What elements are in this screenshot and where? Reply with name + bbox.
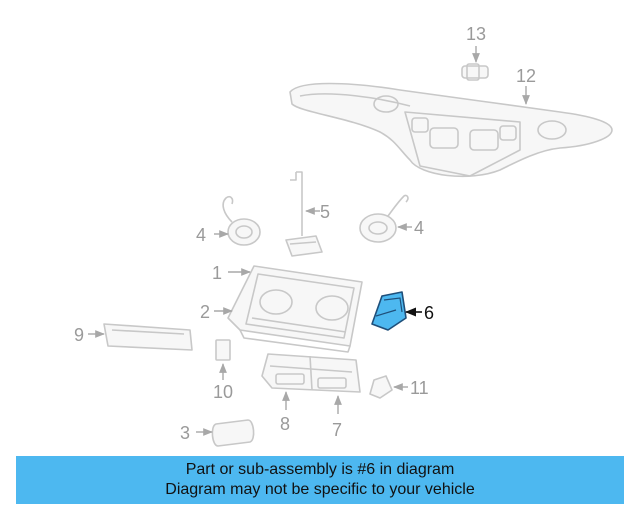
part-4-left-sensor[interactable] [222,196,261,246]
callout-4-right[interactable]: 4 [414,218,424,238]
callout-3[interactable]: 3 [180,423,190,443]
callout-12[interactable]: 12 [516,66,536,86]
callout-1[interactable]: 1 [212,263,222,283]
part-3-lens[interactable] [211,419,255,447]
callout-2[interactable]: 2 [200,302,210,322]
part-9-panel[interactable] [103,323,193,351]
callout-6[interactable]: 6 [424,303,434,323]
part-5-mount[interactable] [285,171,323,257]
part-6-switch-highlighted[interactable] [371,291,407,331]
banner-line-2: Diagram may not be specific to your vehi… [165,481,475,498]
callout-11[interactable]: 11 [410,378,429,398]
part-10-lens[interactable] [215,339,231,361]
callout-7[interactable]: 7 [332,420,342,440]
callout-5[interactable]: 5 [320,202,330,222]
part-13-clip[interactable] [461,63,489,81]
banner-line-1: Part or sub-assembly is #6 in diagram [185,461,455,478]
info-banner: Part or sub-assembly is #6 in diagram Di… [16,456,624,504]
callout-10[interactable]: 10 [213,382,233,402]
part-4-right-sensor[interactable] [359,194,409,243]
callout-8[interactable]: 8 [280,414,290,434]
part-11-bracket[interactable] [369,375,393,399]
callout-4-left[interactable]: 4 [196,225,206,245]
part-12-bracket[interactable] [289,82,613,178]
part-7-8-lamp-assembly[interactable] [261,353,361,393]
callout-13[interactable]: 13 [466,24,486,44]
callout-9[interactable]: 9 [74,325,84,345]
part-1-2-console[interactable] [227,265,363,353]
